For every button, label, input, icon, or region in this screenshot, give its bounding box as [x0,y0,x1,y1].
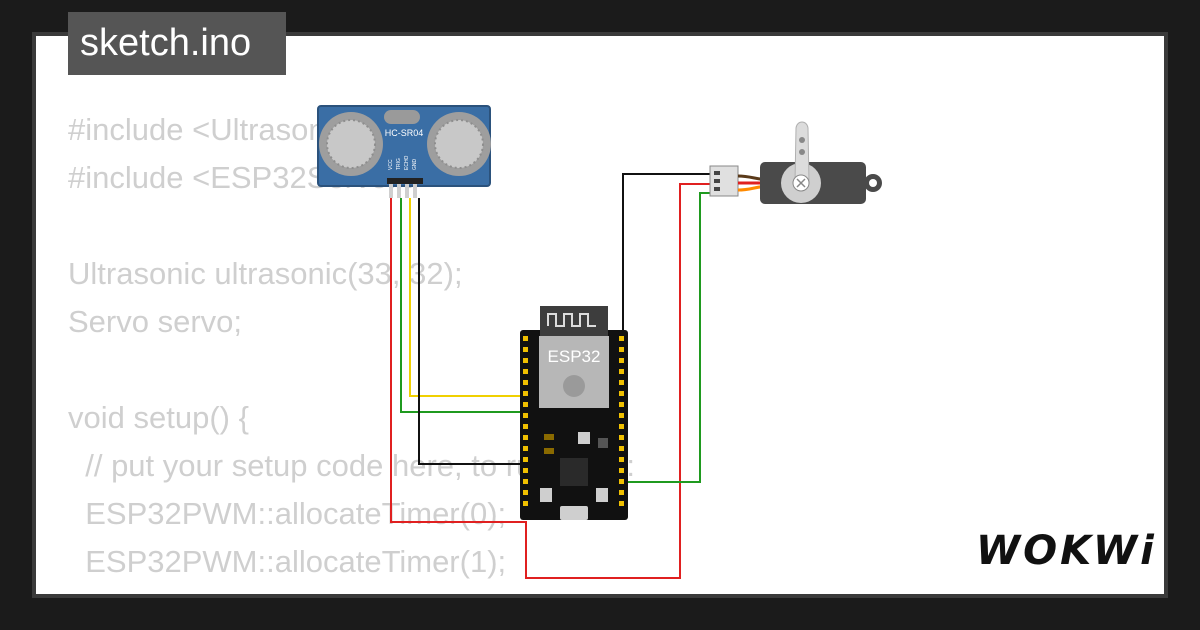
wires [390,173,712,579]
wire-servo-gnd [622,173,712,330]
code-line: void setup() { [68,400,249,435]
usb-port [560,506,588,520]
code-line: ESP32PWM::allocateTimer(2); [68,586,635,594]
code-line: ESP32PWM::allocateTimer(1); [68,544,507,579]
wire-vcc [390,183,712,579]
sensor-label: HC-SR04 [385,128,424,138]
ultrasonic-sensor[interactable]: HC-SR04 VCC TRIG ECHO GND [317,105,491,198]
board-label: ESP32 [548,347,601,366]
servo-motor[interactable] [709,121,882,204]
pin-label-trig: TRIG [396,158,402,170]
wire-echo [400,198,526,413]
esp32-board[interactable]: ESP32 [520,306,628,520]
espressif-logo-icon [563,375,585,397]
pin-label-gnd: GND [412,159,418,171]
wire-servo-signal [620,192,712,483]
sketch-title: sketch.ino [68,12,286,75]
code-line: Servo servo; [68,304,243,339]
wire-trig [409,198,526,397]
code-line: ESP32PWM::allocateTimer(0); [68,496,507,531]
pin-label-echo: ECHO [404,155,410,170]
pin-label-vcc: VCC [388,159,394,170]
wire-gnd [418,198,526,465]
wokwi-logo: WOKWi [976,528,1157,574]
